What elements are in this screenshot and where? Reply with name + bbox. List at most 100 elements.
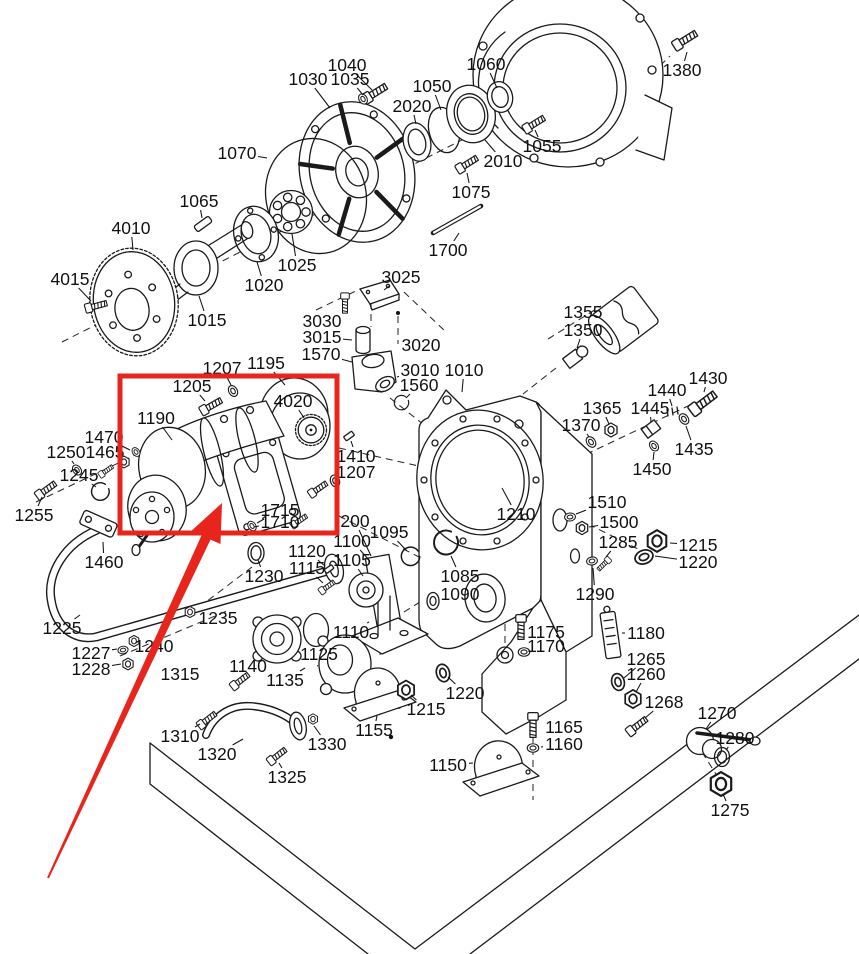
handwheel	[297, 101, 416, 243]
leader-line	[453, 232, 460, 242]
ring-1230	[247, 541, 265, 565]
part-label: 1430	[689, 368, 728, 388]
fitting-1350	[561, 345, 589, 370]
part-label: 2020	[393, 96, 432, 116]
part-label: 1280	[716, 728, 755, 748]
part-label: 1245	[60, 465, 99, 485]
part-label: 1075	[452, 182, 491, 202]
part-label: 1020	[245, 275, 284, 295]
leader-line	[200, 209, 203, 219]
pump-assembly	[127, 377, 331, 557]
washer-1227	[116, 644, 130, 656]
leader-line	[375, 715, 378, 722]
bolt-1075	[453, 153, 481, 175]
part-label: 1470	[85, 427, 124, 447]
part-label: 1215	[407, 699, 446, 719]
leader-line	[413, 114, 417, 125]
part-label: 1275	[711, 800, 750, 820]
drain-valve-1270	[685, 726, 761, 760]
fitting-1268	[624, 714, 650, 738]
oring-1135-gasket	[302, 612, 330, 648]
part-label: 1105	[333, 550, 371, 570]
nut-1235	[184, 605, 196, 619]
cover-1125	[252, 614, 302, 664]
ring-1280	[713, 746, 731, 768]
part-label: 1135	[266, 670, 304, 690]
part-label: 1270	[698, 703, 737, 723]
leader-line	[586, 433, 590, 438]
dipstick-1180	[599, 605, 622, 660]
part-label: 1260	[627, 664, 666, 684]
washer-1090	[426, 591, 440, 611]
fitting-stud	[97, 463, 115, 479]
leader-line	[623, 667, 636, 679]
leader-line	[194, 723, 201, 728]
part-label: 1100	[333, 531, 371, 551]
part-label: 1040	[328, 55, 367, 75]
label-leader-lines	[37, 51, 729, 802]
leader-line	[654, 555, 678, 560]
part-label: 1380	[663, 60, 702, 80]
leader-line	[489, 72, 498, 89]
seal-2010	[446, 84, 496, 144]
leader-line	[350, 440, 354, 448]
leader-line	[278, 762, 283, 769]
leader-line	[317, 559, 326, 567]
leader-line	[359, 549, 370, 561]
part-label: 4010	[112, 218, 151, 238]
plug-1215b	[397, 679, 415, 701]
part-label: 1440	[648, 380, 687, 400]
dot-3020	[396, 311, 400, 315]
part-label: 1330	[308, 734, 347, 754]
part-label: 1115	[289, 558, 325, 578]
leader-line	[342, 338, 353, 341]
leader-line	[199, 394, 206, 402]
part-label: 1450	[633, 459, 672, 479]
housing-3010	[351, 350, 397, 393]
highlight-arrow	[47, 503, 222, 879]
part-label: 3030	[303, 311, 342, 331]
part-label: 1315	[161, 664, 200, 684]
leader-line	[466, 172, 470, 184]
plate-1020	[232, 205, 280, 263]
part-label: 1570	[302, 344, 341, 364]
bracket-3025	[359, 279, 400, 311]
dot-1155	[388, 734, 394, 740]
part-label: 1465	[86, 442, 125, 462]
leader-line	[575, 509, 587, 515]
bolt-1175	[515, 614, 527, 640]
spring-1440	[666, 406, 679, 417]
oring-1070	[264, 137, 368, 255]
part-label: 1015	[188, 310, 227, 330]
part-label: 3025	[382, 267, 421, 287]
part-label: 1235	[199, 608, 238, 628]
part-label: 1175	[527, 622, 565, 642]
part-label: 1435	[675, 439, 714, 459]
nut-1228	[122, 657, 134, 671]
part-label: 1220	[679, 552, 718, 572]
pin-1700	[430, 203, 484, 236]
part-label: 3010	[401, 360, 440, 380]
leader-line	[644, 710, 654, 719]
leader-line	[253, 525, 260, 528]
part-label: 1325	[268, 767, 307, 787]
leader-line	[313, 725, 321, 736]
part-label: 1320	[198, 744, 237, 764]
part-label: 1230	[245, 566, 284, 586]
washer-1435	[676, 411, 692, 427]
plug-1215r	[646, 529, 668, 553]
part-label: 1055	[523, 136, 562, 156]
leader-line	[356, 87, 364, 96]
oring-1450	[647, 438, 661, 454]
part-label: 1445	[631, 398, 670, 418]
leader-line	[383, 285, 390, 291]
washer-1220b	[433, 661, 453, 685]
part-label: 1155	[355, 720, 393, 740]
leader-line	[725, 746, 729, 751]
leader-line	[450, 555, 457, 568]
part-label: 1715	[261, 500, 300, 520]
part-label: 1195	[247, 353, 285, 373]
leader-line	[291, 233, 297, 257]
leader-line	[396, 375, 400, 378]
